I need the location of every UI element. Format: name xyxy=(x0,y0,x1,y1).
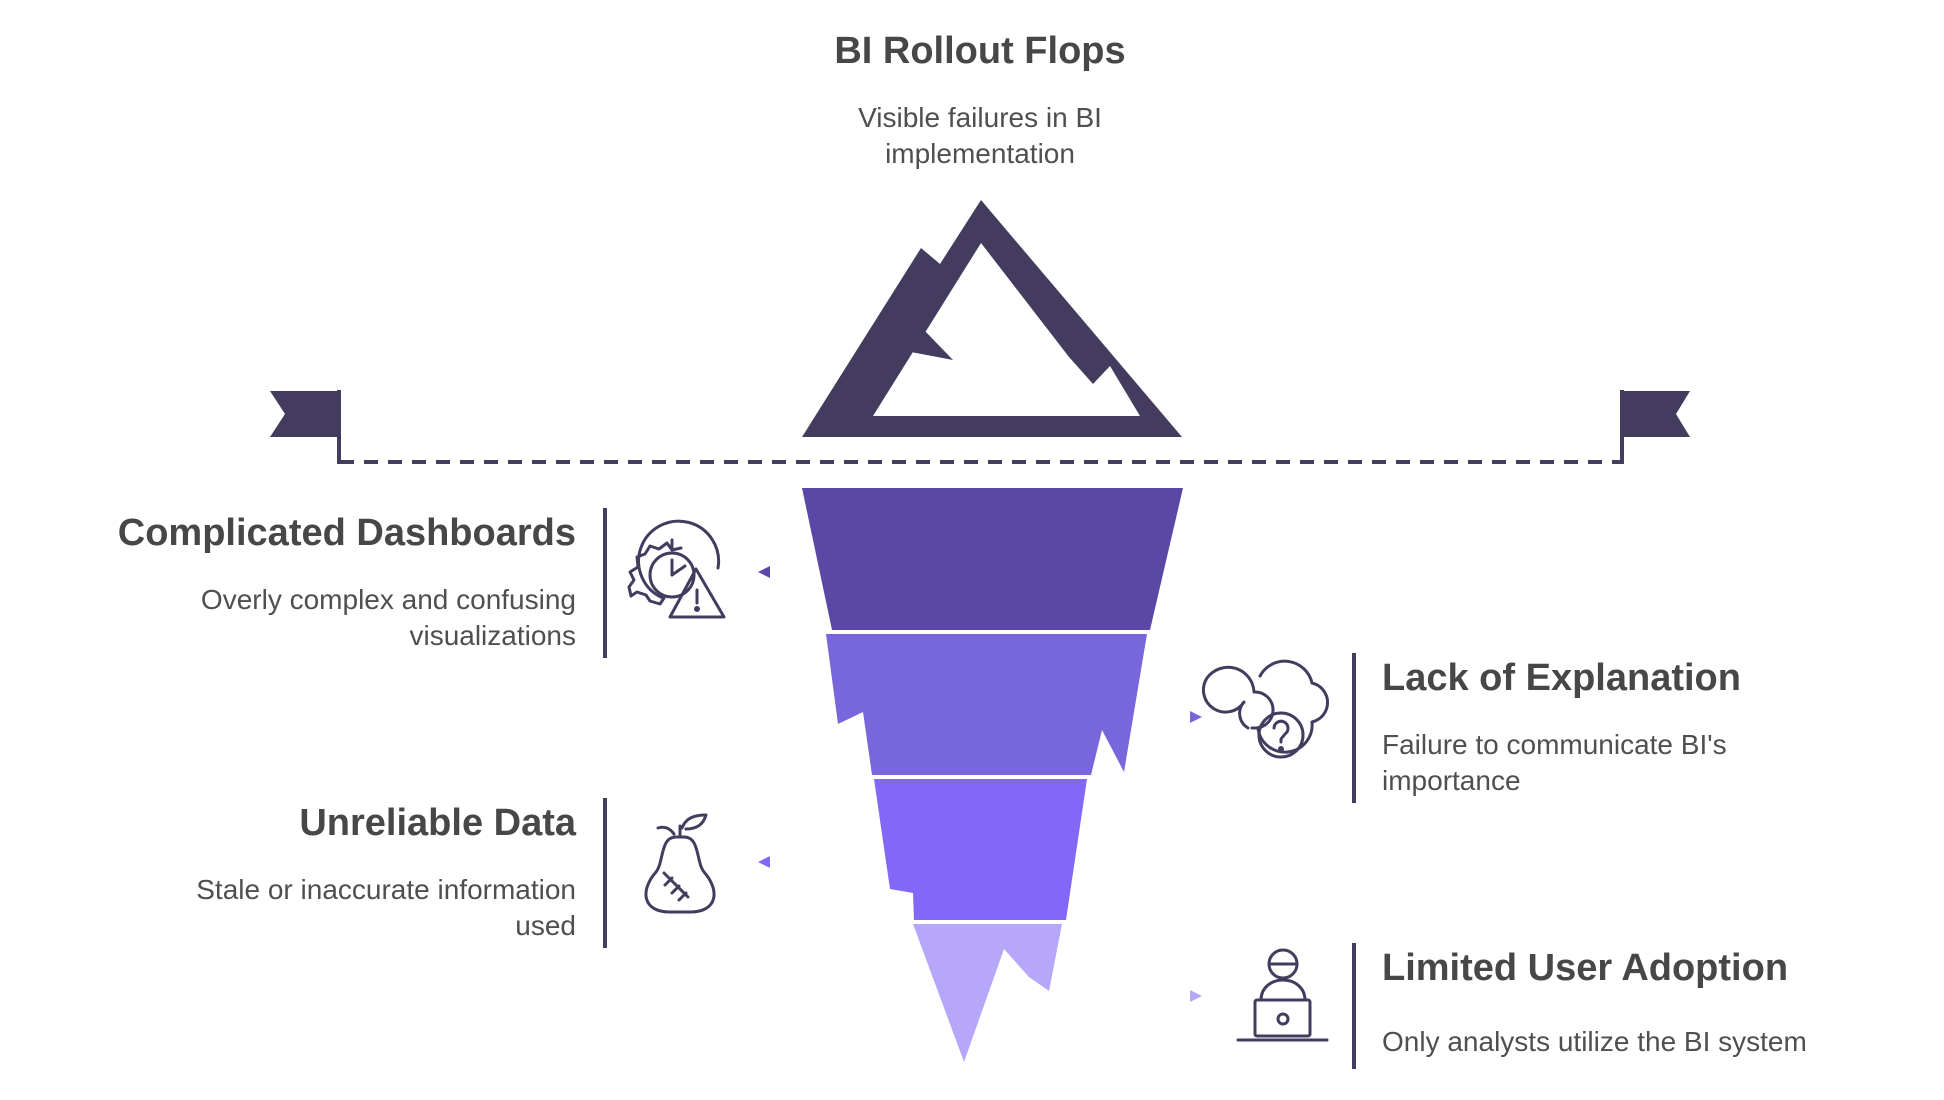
iceberg-layer-1 xyxy=(802,488,1183,630)
iceberg-tip xyxy=(802,200,1182,437)
limited-user-adoption-description: Only analysts utilize the BI system xyxy=(1382,1026,1807,1057)
arrow-lack-of-explanation xyxy=(1190,711,1202,723)
user-laptop-icon xyxy=(1236,948,1329,1042)
rotten-pear-icon xyxy=(644,813,716,914)
lack-of-explanation-title: Lack of Explanation xyxy=(1382,657,1741,699)
top-title: BI Rollout Flops xyxy=(834,30,1126,72)
cloud-question-icon xyxy=(1201,659,1329,759)
unreliable-data-title: Unreliable Data xyxy=(299,802,576,844)
iceberg-layer-4 xyxy=(913,924,1062,1062)
iceberg-tip-notch xyxy=(911,330,953,360)
lack-of-explanation-divider xyxy=(1352,653,1356,803)
top-description: Visible failures in BI implementation xyxy=(858,102,1102,169)
iceberg-layer-2 xyxy=(826,634,1147,775)
iceberg-layer-3 xyxy=(874,779,1087,920)
limited-user-adoption-divider xyxy=(1352,943,1356,1069)
right-flag xyxy=(1622,391,1690,437)
gauge-warning-icon xyxy=(627,519,726,619)
complicated-dashboards-divider xyxy=(603,508,607,658)
unreliable-data-description: Stale or inaccurate information used xyxy=(196,874,576,941)
complicated-dashboards-description: Overly complex and confusing visualizati… xyxy=(200,584,576,651)
arrow-limited-user-adoption xyxy=(1190,990,1202,1002)
limited-user-adoption-title: Limited User Adoption xyxy=(1382,947,1789,989)
left-flag xyxy=(270,391,339,437)
unreliable-data-divider xyxy=(603,798,607,948)
complicated-dashboards-title: Complicated Dashboards xyxy=(117,512,576,554)
arrow-unreliable-data xyxy=(758,856,770,868)
lack-of-explanation-description: Failure to communicate BI's importance xyxy=(1382,729,1727,796)
arrow-complicated-dashboards xyxy=(758,566,770,578)
